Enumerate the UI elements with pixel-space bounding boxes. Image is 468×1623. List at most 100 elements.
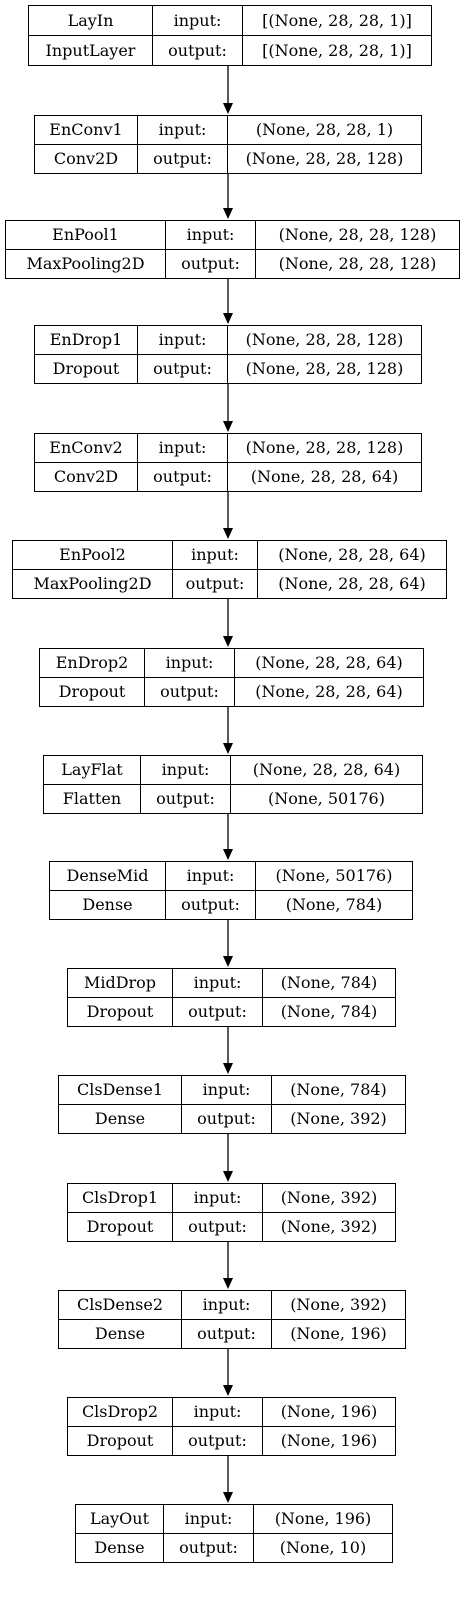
layer-type: Dropout: [68, 997, 173, 1026]
output-label: output:: [173, 1426, 263, 1455]
output-shape: (None, 10): [279, 1538, 367, 1558]
output-shape: (None, 392): [290, 1109, 387, 1129]
layer-name: EnConv2: [35, 434, 138, 463]
output-shape: (None, 392): [280, 1217, 378, 1237]
output-shape: (None, 28, 28, 128): [245, 149, 404, 169]
output-label: output:: [141, 784, 231, 813]
output-shape: (None, 28, 28, 64): [250, 467, 399, 487]
input-shape: (None, 28, 28, 1): [228, 116, 421, 145]
connector-arrow-head: [223, 636, 233, 647]
output-shape: (None, 196): [280, 1431, 378, 1451]
layer-type: Dropout: [35, 354, 138, 383]
layer-type: Flatten: [44, 784, 141, 813]
output-shape: (None, 28, 28, 128): [278, 254, 437, 274]
output-label: output:: [138, 144, 228, 173]
layer-name: ClsDense2: [59, 1291, 182, 1320]
output-shape: (None, 784): [280, 1002, 378, 1022]
layer-name: DenseMid: [50, 862, 166, 891]
input-shape: (None, 28, 28, 64): [231, 756, 422, 785]
output-shape: (None, 196): [290, 1324, 387, 1344]
input-label: input:: [166, 221, 256, 250]
input-label: input:: [173, 1398, 263, 1427]
output-label: output:: [182, 1319, 272, 1348]
layer-type: MaxPooling2D: [6, 249, 166, 278]
layer-type: InputLayer: [29, 35, 153, 65]
layer-name: EnConv1: [35, 116, 138, 145]
layer-type: Conv2D: [35, 462, 138, 491]
layer-name: LayOut: [76, 1505, 164, 1534]
layer-type: Dense: [59, 1104, 182, 1133]
output-label: output:: [138, 462, 228, 491]
layer-name: EnDrop1: [35, 326, 138, 355]
input-label: input:: [173, 541, 258, 570]
layer-type: MaxPooling2D: [13, 569, 173, 598]
input-label: input:: [182, 1076, 272, 1105]
output-label: output:: [145, 677, 235, 706]
input-shape: (None, 28, 28, 64): [258, 541, 446, 570]
layer-name: LayIn: [29, 6, 153, 36]
input-label: input:: [138, 434, 228, 463]
output-label: output:: [153, 35, 243, 65]
connector-arrow-head: [223, 528, 233, 539]
input-label: input:: [173, 969, 263, 998]
connector-arrow-head: [223, 743, 233, 754]
input-label: input:: [164, 1505, 254, 1534]
connector-arrow-head: [223, 1492, 233, 1503]
input-label: input:: [173, 1184, 263, 1213]
input-label: input:: [141, 756, 231, 785]
input-shape: (None, 392): [272, 1291, 405, 1320]
input-shape: (None, 784): [272, 1076, 405, 1105]
input-shape: [(None, 28, 28, 1)]: [243, 6, 431, 36]
output-shape: (None, 28, 28, 128): [245, 359, 404, 379]
output-shape: (None, 28, 28, 64): [255, 682, 403, 702]
input-shape: (None, 392): [263, 1184, 395, 1213]
output-shape: [(None, 28, 28, 1)]: [262, 40, 412, 60]
input-shape: (None, 50176): [256, 862, 412, 891]
layer-type: Dense: [59, 1319, 182, 1348]
layer-type: Dropout: [40, 677, 145, 706]
layer-name: ClsDense1: [59, 1076, 182, 1105]
layer-name: LayFlat: [44, 756, 141, 785]
connector-arrow-head: [223, 208, 233, 219]
input-shape: (None, 28, 28, 128): [228, 434, 421, 463]
output-label: output:: [173, 1212, 263, 1241]
layer-name: EnDrop2: [40, 649, 145, 678]
connector-arrow-head: [223, 1278, 233, 1289]
connector-arrow-head: [223, 849, 233, 860]
connector-arrow-head: [223, 103, 233, 114]
layer-name: ClsDrop2: [68, 1398, 173, 1427]
input-shape: (None, 28, 28, 64): [235, 649, 423, 678]
output-label: output:: [173, 569, 258, 598]
layer-name: EnPool1: [6, 221, 166, 250]
connector-arrow-head: [223, 313, 233, 324]
output-shape: (None, 28, 28, 64): [278, 574, 426, 594]
input-shape: (None, 28, 28, 128): [256, 221, 459, 250]
layer-name: EnPool2: [13, 541, 173, 570]
layer-type: Dropout: [68, 1212, 173, 1241]
input-shape: (None, 28, 28, 128): [228, 326, 421, 355]
input-label: input:: [182, 1291, 272, 1320]
output-label: output:: [166, 890, 256, 919]
connector-arrow-head: [223, 1385, 233, 1396]
output-label: output:: [173, 997, 263, 1026]
input-label: input:: [166, 862, 256, 891]
layer-name: MidDrop: [68, 969, 173, 998]
input-label: input:: [138, 116, 228, 145]
output-shape: (None, 784): [285, 895, 383, 915]
connector-arrow-head: [223, 956, 233, 967]
